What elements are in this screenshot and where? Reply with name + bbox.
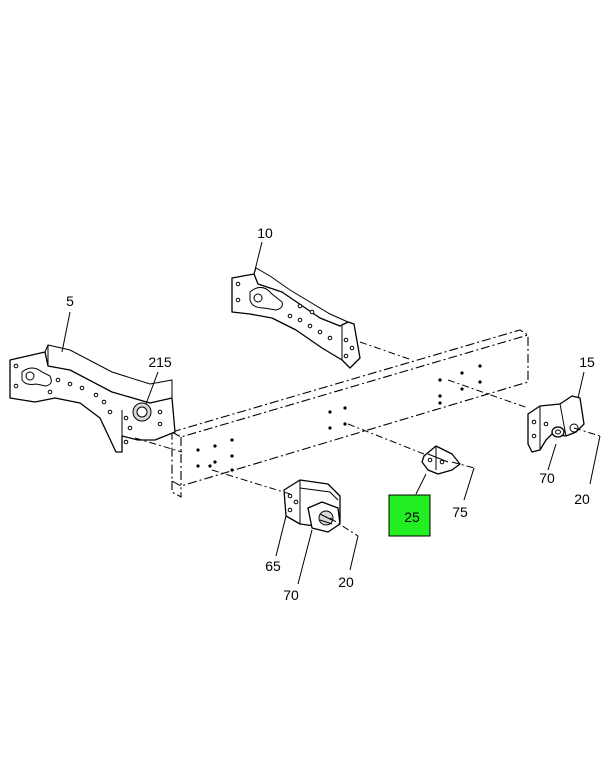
- callout-20-left[interactable]: 20: [338, 574, 354, 590]
- callout-75[interactable]: 75: [452, 504, 468, 520]
- callout-25-highlight[interactable]: [388, 494, 431, 537]
- rail-holes: [196, 364, 482, 472]
- bracket-15-centerline: [447, 379, 529, 409]
- callout-70-left[interactable]: 70: [283, 587, 299, 603]
- mount-insulator-70-right: [551, 426, 565, 438]
- crossmember-5-centerline: [134, 437, 183, 453]
- engine-mount-centerline: [211, 469, 291, 495]
- callout-15[interactable]: 15: [579, 354, 595, 370]
- bracket-15: [527, 395, 585, 453]
- frame-rail-phantom: [171, 329, 529, 498]
- bolt-20-left-centerline: [329, 517, 359, 537]
- callout-70-right[interactable]: 70: [539, 470, 555, 486]
- leader-lines: [61, 241, 601, 585]
- callout-25[interactable]: 25: [404, 509, 420, 525]
- callout-5[interactable]: 5: [66, 293, 74, 309]
- mount-insulator-70-left: [307, 501, 341, 533]
- bolt-20-right-centerline: [573, 427, 601, 437]
- callout-215[interactable]: 215: [148, 354, 172, 370]
- bracket-25: [421, 445, 461, 475]
- callout-65[interactable]: 65: [265, 558, 281, 574]
- callout-10[interactable]: 10: [257, 225, 273, 241]
- callout-20-right[interactable]: 20: [574, 491, 590, 507]
- bolt-75-centerline: [451, 461, 475, 469]
- crossmember-5: [9, 344, 176, 453]
- bracket-25-centerline: [347, 423, 425, 455]
- crossmember-10-centerline: [359, 341, 413, 361]
- crossmember-10: [231, 267, 361, 369]
